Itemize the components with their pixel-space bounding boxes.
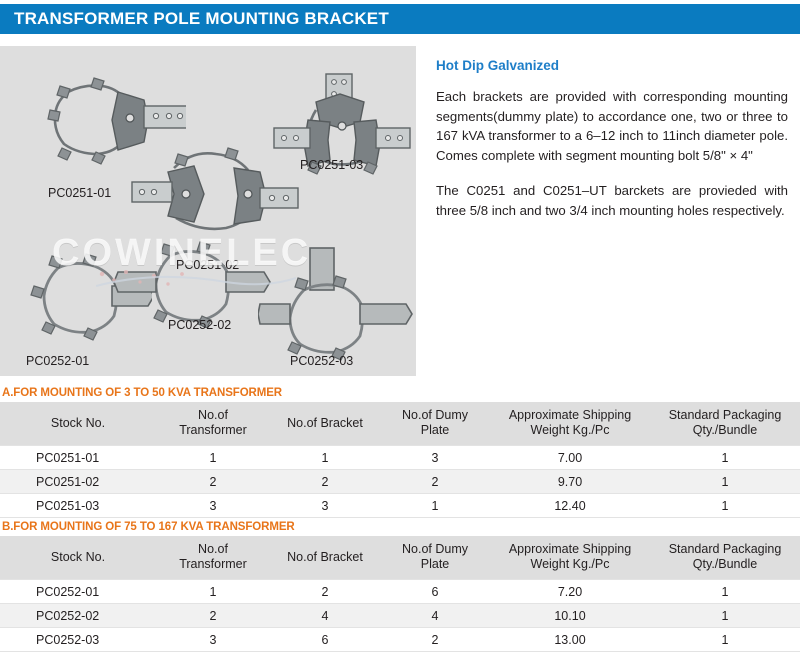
cell-stock-no: PC0251-03 — [0, 493, 156, 518]
table-row: PC0251-03 3 3 1 12.40 1 — [0, 493, 800, 518]
bracket-drawing-pc0251-01 — [47, 77, 186, 165]
part-label-pc0252-03: PC0252-03 — [290, 354, 354, 368]
description-paragraph-1: Each brackets are provided with correspo… — [436, 89, 788, 163]
cell-stock-no: PC0251-02 — [0, 469, 156, 494]
cell-no-of-transformer: 1 — [156, 579, 270, 604]
col-weight-line2: Weight Kg./Pc — [530, 423, 610, 437]
cell-no-of-bracket: 1 — [270, 445, 380, 470]
spec-table-section-b: Stock No. No.of Transformer No.of Bracke… — [0, 536, 800, 652]
page-title-bar: TRANSFORMER POLE MOUNTING BRACKET — [0, 4, 800, 34]
cell-packaging-qty: 1 — [650, 603, 800, 628]
table-row: PC0252-02 2 4 4 10.10 1 — [0, 603, 800, 628]
col-weight-line2: Weight Kg./Pc — [530, 557, 610, 571]
column-header-no-of-transformer: No.of Transformer — [156, 536, 270, 580]
col-dumy-line2: Plate — [420, 557, 450, 571]
col-pack-line2: Qty./Bundle — [692, 557, 758, 571]
cell-no-of-dumy-plate: 4 — [380, 603, 490, 628]
col-trans-line1: No.of — [198, 542, 228, 556]
bracket-drawing-pc0251-03 — [273, 73, 411, 175]
description-paragraph-2: The C0251 and C0251–UT barckets are prov… — [436, 183, 788, 218]
table-header-row: Stock No. No.of Transformer No.of Bracke… — [0, 536, 800, 580]
col-trans-line2: Transformer — [179, 557, 247, 571]
col-dumy-line1: No.of Dumy — [402, 408, 468, 422]
product-image-panel: PC0251-01 PC0251-02 — [0, 46, 416, 376]
cell-no-of-transformer: 3 — [156, 493, 270, 518]
part-label-pc0251-03: PC0251-03 — [300, 158, 364, 172]
spec-table-section-a: Stock No. No.of Transformer No.of Bracke… — [0, 402, 800, 518]
col-pack-line1: Standard Packaging — [668, 542, 782, 556]
column-header-no-of-transformer: No.of Transformer — [156, 402, 270, 446]
column-header-stock-no: Stock No. — [0, 536, 156, 580]
col-trans-line2: Transformer — [179, 423, 247, 437]
column-header-stock-no-line1: Stock No. — [50, 415, 106, 430]
bracket-drawing-pc0252-02 — [113, 241, 271, 328]
page-title: TRANSFORMER POLE MOUNTING BRACKET — [14, 9, 389, 28]
cell-stock-no: PC0251-01 — [0, 445, 156, 470]
column-header-packaging-qty: Standard Packaging Qty./Bundle — [650, 536, 800, 580]
column-header-no-of-dumy-plate: No.of Dumy Plate — [380, 536, 490, 580]
part-label-pc0252-01: PC0252-01 — [26, 354, 90, 368]
cell-no-of-bracket: 2 — [270, 579, 380, 604]
col-pack-line2: Qty./Bundle — [692, 423, 758, 437]
cell-no-of-transformer: 1 — [156, 445, 270, 470]
cell-shipping-weight: 7.20 — [490, 579, 650, 604]
description-heading: Hot Dip Galvanized — [436, 58, 560, 73]
col-brack-line1: No.of Bracket — [287, 549, 363, 564]
column-header-stock-no: Stock No. — [0, 402, 156, 446]
bracket-drawing-pc0252-03 — [258, 247, 413, 361]
col-dumy-line2: Plate — [420, 423, 450, 437]
cell-no-of-bracket: 3 — [270, 493, 380, 518]
section-a-heading: A.FOR MOUNTING OF 3 TO 50 KVA TRANSFORME… — [2, 387, 283, 399]
column-header-shipping-weight: Approximate Shipping Weight Kg./Pc — [490, 536, 650, 580]
table-row: PC0251-01 1 1 3 7.00 1 — [0, 445, 800, 470]
cell-shipping-weight: 9.70 — [490, 469, 650, 494]
col-dumy-line1: No.of Dumy — [402, 542, 468, 556]
column-header-shipping-weight: Approximate Shipping Weight Kg./Pc — [490, 402, 650, 446]
column-header-packaging-qty: Standard Packaging Qty./Bundle — [650, 402, 800, 446]
cell-shipping-weight: 12.40 — [490, 493, 650, 518]
col-weight-line1: Approximate Shipping — [508, 542, 632, 556]
table-row: PC0252-01 1 2 6 7.20 1 — [0, 579, 800, 604]
column-header-stock-no-line1: Stock No. — [50, 549, 106, 564]
cell-stock-no: PC0252-01 — [0, 579, 156, 604]
col-trans-line1: No.of — [198, 408, 228, 422]
cell-no-of-dumy-plate: 3 — [380, 445, 490, 470]
bracket-drawing-pc0251-02 — [131, 147, 299, 231]
col-weight-line1: Approximate Shipping — [508, 408, 632, 422]
description-column: Hot Dip Galvanized Each brackets are pro… — [436, 58, 788, 220]
col-pack-line1: Standard Packaging — [668, 408, 782, 422]
cell-no-of-dumy-plate: 1 — [380, 493, 490, 518]
column-header-no-of-bracket: No.of Bracket — [270, 402, 380, 446]
table-row: PC0251-02 2 2 2 9.70 1 — [0, 469, 800, 494]
column-header-no-of-bracket: No.of Bracket — [270, 536, 380, 580]
section-b-heading: B.FOR MOUNTING OF 75 TO 167 KVA TRANSFOR… — [2, 521, 295, 533]
table-header-row: Stock No. No.of Transformer No.of Bracke… — [0, 402, 800, 446]
cell-no-of-bracket: 2 — [270, 469, 380, 494]
cell-no-of-dumy-plate: 2 — [380, 469, 490, 494]
column-header-no-of-dumy-plate: No.of Dumy Plate — [380, 402, 490, 446]
part-label-pc0251-01: PC0251-01 — [48, 186, 112, 200]
part-label-pc0252-02: PC0252-02 — [168, 318, 232, 332]
cell-shipping-weight: 7.00 — [490, 445, 650, 470]
cell-packaging-qty: 1 — [650, 493, 800, 518]
cell-no-of-dumy-plate: 6 — [380, 579, 490, 604]
cell-no-of-transformer: 2 — [156, 469, 270, 494]
col-brack-line1: No.of Bracket — [287, 415, 363, 430]
cell-packaging-qty: 1 — [650, 579, 800, 604]
cell-no-of-bracket: 4 — [270, 603, 380, 628]
cell-shipping-weight: 10.10 — [490, 603, 650, 628]
cell-packaging-qty: 1 — [650, 445, 800, 470]
cell-stock-no: PC0252-02 — [0, 603, 156, 628]
cell-no-of-transformer: 2 — [156, 603, 270, 628]
cell-packaging-qty: 1 — [650, 469, 800, 494]
